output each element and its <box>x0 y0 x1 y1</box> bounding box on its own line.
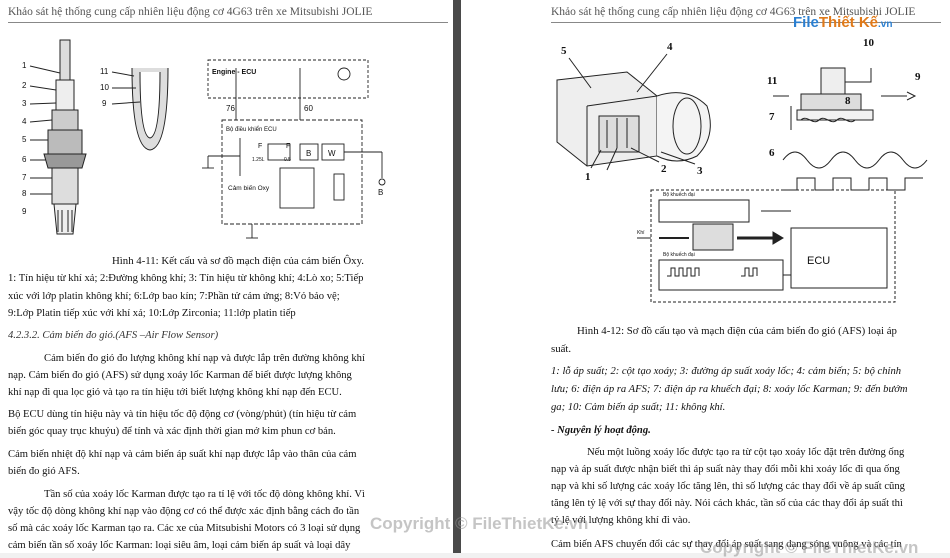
air-label: Khí <box>637 230 645 236</box>
page-header: Khảo sát hệ thống cung cấp nhiên liệu độ… <box>8 6 373 18</box>
logo-part-file: File <box>793 14 819 31</box>
part-label-2: 2 <box>22 81 27 90</box>
paragraph-line: biến góc quay trục khuỷu) để tính và xác… <box>8 426 336 437</box>
paragraph-line: Bộ ECU dùng tín hiệu này và tín hiệu tốc… <box>8 409 357 420</box>
watermark: Copyright © FileThietKe.vn <box>370 514 589 533</box>
afs-label-8: 8 <box>845 95 851 107</box>
afs-label-10: 10 <box>863 37 875 49</box>
figure-caption-cont: suất. <box>551 343 572 355</box>
legend-line: 9:Lớp Platin tiếp xúc với khí xả; 10:Lớp… <box>8 308 296 319</box>
afs-label-5: 5 <box>561 45 567 57</box>
ground-label: B <box>378 188 383 197</box>
part-label-11: 11 <box>100 67 109 76</box>
pin-60-label: 60 <box>304 104 313 113</box>
part-label-10: 10 <box>100 83 109 92</box>
legend-line: 1: Tín hiệu từ khí xả; 2:Đường không khí… <box>8 273 364 284</box>
f2-label: F <box>286 143 290 150</box>
legend-line: lưu; 6: điện áp ra AFS; 7: điện áp ra kh… <box>551 384 908 395</box>
paragraph-line: nạp. Cảm biến đo gió (AFS) sử dụng xoáy … <box>8 370 352 381</box>
afs-label-2: 2 <box>661 163 667 175</box>
paragraph-line: Nếu một luồng xoáy lốc được tạo ra từ cộ… <box>587 447 905 458</box>
f1-label: F <box>258 143 262 150</box>
paragraph-line: biến đo gió AFS. <box>8 466 80 477</box>
part-label-9b: 9 <box>102 99 107 108</box>
afs-label-11: 11 <box>767 75 777 87</box>
paragraph-line: Cảm biến đo gió đo lượng không khí nạp v… <box>44 353 365 364</box>
legend-line: 1: lỗ áp suất; 2: cột tạo xoáy; 3: đường… <box>551 366 902 377</box>
afs-label-6: 6 <box>769 147 775 159</box>
part-label-1: 1 <box>22 61 27 70</box>
w-label: W <box>328 149 336 158</box>
paragraph-line: Tần số của xoáy lốc Karman được tạo ra t… <box>44 489 365 500</box>
small-label-1: 1.25L <box>252 157 265 163</box>
header-rule <box>551 22 941 23</box>
watermark: Copyright © FileThietKe.vn <box>700 538 919 557</box>
figure-caption: Hình 4-11: Kết cấu và sơ đồ mạch điện củ… <box>112 255 364 267</box>
part-label-7: 7 <box>22 173 27 182</box>
part-label-8: 8 <box>22 189 27 198</box>
paragraph-line: số mà các xoáy lốc Karman tạo ra. Các xe… <box>8 523 361 534</box>
pin-76-label: 76 <box>226 104 235 113</box>
oxygen-sensor-figure: Engine - ECU 76 60 Bộ điều khiển ECU F F… <box>22 39 386 239</box>
paragraph-line: cảm biến tần số xoáy lốc Karman: loại si… <box>8 540 351 551</box>
afs-label-3: 3 <box>697 165 703 177</box>
paragraph-line: tăng lên tỷ lệ với sự thay đổi này. Nói … <box>551 498 903 509</box>
afs-label-1: 1 <box>585 171 591 183</box>
page-gap <box>453 0 461 553</box>
amp-label-1: Bộ khuếch đại <box>663 192 695 198</box>
paragraph-line: Cảm biến nhiệt độ khí nạp và cảm biến áp… <box>8 449 357 460</box>
b-label: B <box>306 149 311 158</box>
paragraph-line: vậy tốc độ dòng không khí nạp vào động c… <box>8 506 360 517</box>
afs-label-7: 7 <box>769 111 775 123</box>
left-page: Khảo sát hệ thống cung cấp nhiên liệu độ… <box>0 0 453 553</box>
sensor-label: Cảm biến Oxy <box>228 183 270 192</box>
page-header: Khảo sát hệ thống cung cấp nhiên liệu độ… <box>551 6 916 18</box>
logo-part-thietke: Thiết Kế <box>818 14 879 31</box>
part-label-9: 9 <box>22 207 27 216</box>
afs-label-4: 4 <box>667 41 673 53</box>
section-heading: 4.2.3.2. Cảm biến đo gió.(AFS –Air Flow … <box>8 330 219 341</box>
paragraph-line: nạp và áp suất được nhận biết thì áp suấ… <box>551 464 900 475</box>
afs-sensor-figure: 5 4 1 2 3 10 11 9 8 7 6 ECU Bộ khuếch đạ… <box>556 37 928 303</box>
legend-line: xúc với lớp platin không khí; 6:Lớp bao … <box>8 291 340 302</box>
part-label-3: 3 <box>22 99 27 108</box>
paragraph-line: tỷ lệ với lượng không khí đi vào. <box>551 515 691 526</box>
part-label-6: 6 <box>22 155 27 164</box>
figure-caption: Hình 4-12: Sơ đồ cấu tạo và mạch điện củ… <box>577 325 897 337</box>
afs-label-9: 9 <box>915 71 921 83</box>
site-logo: FileThiết Kế.vn <box>793 14 892 31</box>
paragraph-line: Cảm biến AFS chuyển đổi các sự thay đổi … <box>551 539 902 550</box>
subheading: - Nguyên lý hoạt động. <box>551 425 651 436</box>
logo-part-vn: .vn <box>878 19 893 30</box>
header-rule <box>8 22 448 23</box>
right-page: Khảo sát hệ thống cung cấp nhiên liệu độ… <box>461 0 950 553</box>
ecu-label: ECU <box>807 255 830 267</box>
legend-line: ga; 10: Cảm biến áp suất; 11: không khí. <box>551 402 726 413</box>
paragraph-line: nạp và khi số lượng các xoáy lốc tăng lê… <box>551 481 905 492</box>
small-label-2: 0.5 <box>284 157 291 163</box>
amp-label-2: Bộ khuếch đại <box>663 252 695 258</box>
part-label-5: 5 <box>22 135 27 144</box>
engine-ecu-label: Engine - ECU <box>212 69 256 76</box>
heater-box-label: Bộ điều khiển ECU <box>226 126 277 133</box>
part-label-4: 4 <box>22 117 27 126</box>
paragraph-line: khí nạp đi qua lọc gió và tạo ra tín hiệ… <box>8 387 342 398</box>
